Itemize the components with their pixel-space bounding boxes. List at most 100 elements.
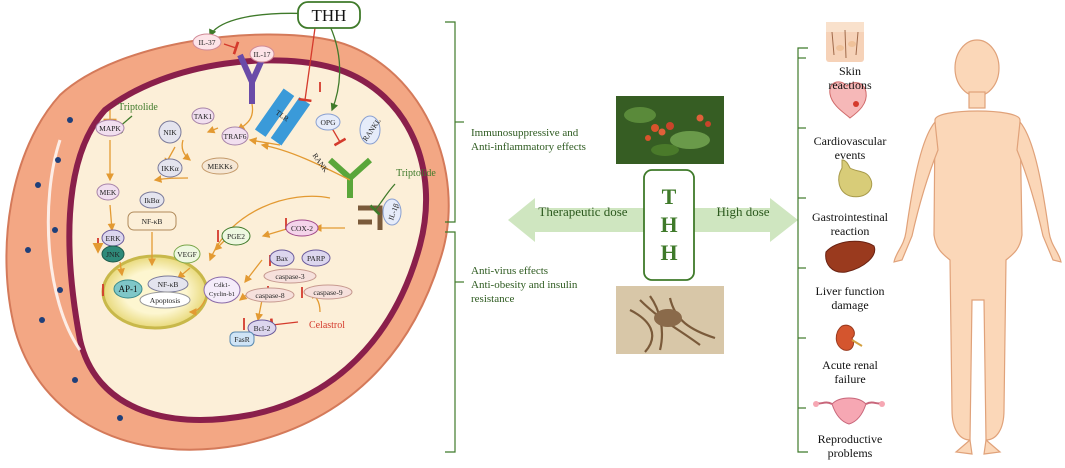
- thh-top-box: [297, 1, 361, 29]
- root-image: [616, 286, 724, 354]
- side-effect-liver: Liver function damage: [795, 284, 905, 312]
- side-effect-line: Acute renal: [822, 358, 878, 372]
- effects-immunosuppressive: Immunosuppressive and Anti-inflammatory …: [471, 126, 586, 154]
- nik-node: [158, 120, 182, 144]
- nfkb-nuc-label: NF-κB: [158, 280, 179, 289]
- side-effect-line: failure: [834, 372, 866, 386]
- tak1-node: [191, 107, 215, 125]
- mek-label: MEK: [100, 188, 117, 197]
- side-effect-cardio: Cardiovascular events: [795, 134, 905, 162]
- fasr-label: FasR: [234, 335, 249, 344]
- heart-icon: [829, 81, 867, 119]
- il37-node: [192, 33, 222, 51]
- cox2-label: COX-2: [291, 224, 313, 233]
- jnk-node: [101, 245, 125, 263]
- caspase3-node: [263, 268, 317, 284]
- plant-image: [616, 96, 724, 164]
- mapk-label: MAPK: [99, 124, 121, 133]
- side-effect-line: Gastrointestinal: [812, 210, 888, 224]
- side-effects-bracket: [797, 47, 808, 453]
- kidney-icon: [835, 324, 863, 351]
- ikka-label: IKKα: [161, 164, 178, 173]
- effect-line: resistance: [471, 293, 515, 305]
- il17-node: [249, 45, 275, 63]
- thh-letter-1: T: [662, 184, 677, 209]
- skin-icon: [826, 22, 864, 62]
- side-effect-line: problems: [827, 446, 873, 460]
- triptolide-right: Triptolide: [396, 168, 436, 179]
- effect-line: Anti-obesity and insulin: [471, 279, 578, 291]
- caspase9-node: [303, 284, 353, 300]
- effect-brackets: [445, 21, 464, 453]
- side-effect-line: Skin: [838, 64, 861, 78]
- cox2-node: [285, 219, 319, 237]
- tak1-label: TAK1: [194, 112, 213, 121]
- opg-node: [315, 113, 341, 131]
- cdk-node: [203, 276, 241, 304]
- tlr-receptor: [254, 88, 311, 146]
- side-effect-line: damage: [831, 298, 869, 312]
- therapeutic-dose-arrow: [508, 198, 645, 242]
- ap1-node: [113, 279, 143, 299]
- high-dose-label: High dose: [716, 204, 769, 219]
- celastrol-label: Celastrol: [309, 320, 345, 331]
- vegf-label: VEGF: [177, 250, 197, 259]
- side-effect-line: Liver function: [815, 284, 885, 298]
- uterus-icon: [813, 397, 885, 425]
- il17-label: IL-17: [253, 50, 270, 59]
- side-effect-line: Cardiovascular: [813, 134, 887, 148]
- caspase8-label: caspase-8: [255, 291, 284, 300]
- thh-center-box: [643, 169, 695, 281]
- side-effect-gi: Gastrointestinal reaction: [795, 210, 905, 238]
- traf6-node: [221, 126, 249, 146]
- il1b-node: [382, 198, 402, 226]
- cdk-label-1: Cdk1-: [214, 282, 230, 289]
- traf6-label: TRAF6: [224, 132, 247, 141]
- vegf-node: [173, 244, 201, 264]
- bax-node: [269, 249, 295, 267]
- cdk-label-2: Cyclin-b1: [209, 291, 235, 298]
- effect-line: Immunosuppressive and: [471, 127, 579, 139]
- triptolide-left: Triptolide: [118, 102, 158, 113]
- caspase3-label: caspase-3: [275, 272, 304, 281]
- effects-antivirus: Anti-virus effects Anti-obesity and insu…: [471, 264, 577, 306]
- bax-label: Bax: [276, 254, 288, 263]
- side-effect-line: Reproductive: [817, 432, 883, 446]
- nik-label: NIK: [163, 128, 177, 137]
- mapk-node: [95, 119, 125, 137]
- ikba-node: [139, 191, 165, 209]
- fasr-node: [229, 331, 255, 347]
- cell-nodes: [95, 1, 402, 347]
- apoptosis-node: [139, 291, 191, 309]
- il37-label: IL-37: [198, 38, 215, 47]
- nfkb-cyto-label: NF-κB: [142, 217, 163, 226]
- effect-line: Anti-inflammatory effects: [471, 141, 586, 153]
- stomach-icon: [838, 159, 873, 198]
- mekks-label: MEKKs: [207, 162, 232, 171]
- opg-label: OPG: [320, 118, 336, 127]
- human-body-figure: [893, 39, 1062, 455]
- pge2-label: PGE2: [227, 232, 245, 241]
- ap1-label: AP-1: [118, 284, 137, 294]
- thh-top-label: THH: [312, 6, 347, 25]
- bcl2-node: [247, 319, 277, 337]
- erk-label: ERK: [106, 234, 122, 243]
- ikba-label: IkBα: [144, 196, 159, 205]
- il17-receptor: [237, 53, 267, 104]
- high-dose-arrow: [692, 198, 798, 242]
- bcl2-label: Bcl-2: [254, 324, 271, 333]
- liver-icon: [825, 240, 876, 273]
- mekks-node: [201, 157, 239, 175]
- thh-letter-2: H: [660, 212, 677, 237]
- thh-letter-3: H: [660, 240, 677, 265]
- cell-labels: THH IL-37 IL-17 TLR OPG RANKL RANK IL-1β…: [99, 6, 436, 344]
- side-effect-renal: Acute renal failure: [795, 358, 905, 386]
- side-effect-line: reaction: [830, 224, 870, 238]
- parp-node: [301, 249, 331, 267]
- pge2-node: [221, 226, 251, 246]
- caspase8-node: [245, 287, 295, 303]
- therapeutic-dose-label: Therapeutic dose: [538, 204, 627, 219]
- side-effect-skin: Skin reactions: [795, 64, 905, 92]
- ikka-node: [157, 158, 183, 178]
- jnk-label: JNK: [106, 250, 120, 259]
